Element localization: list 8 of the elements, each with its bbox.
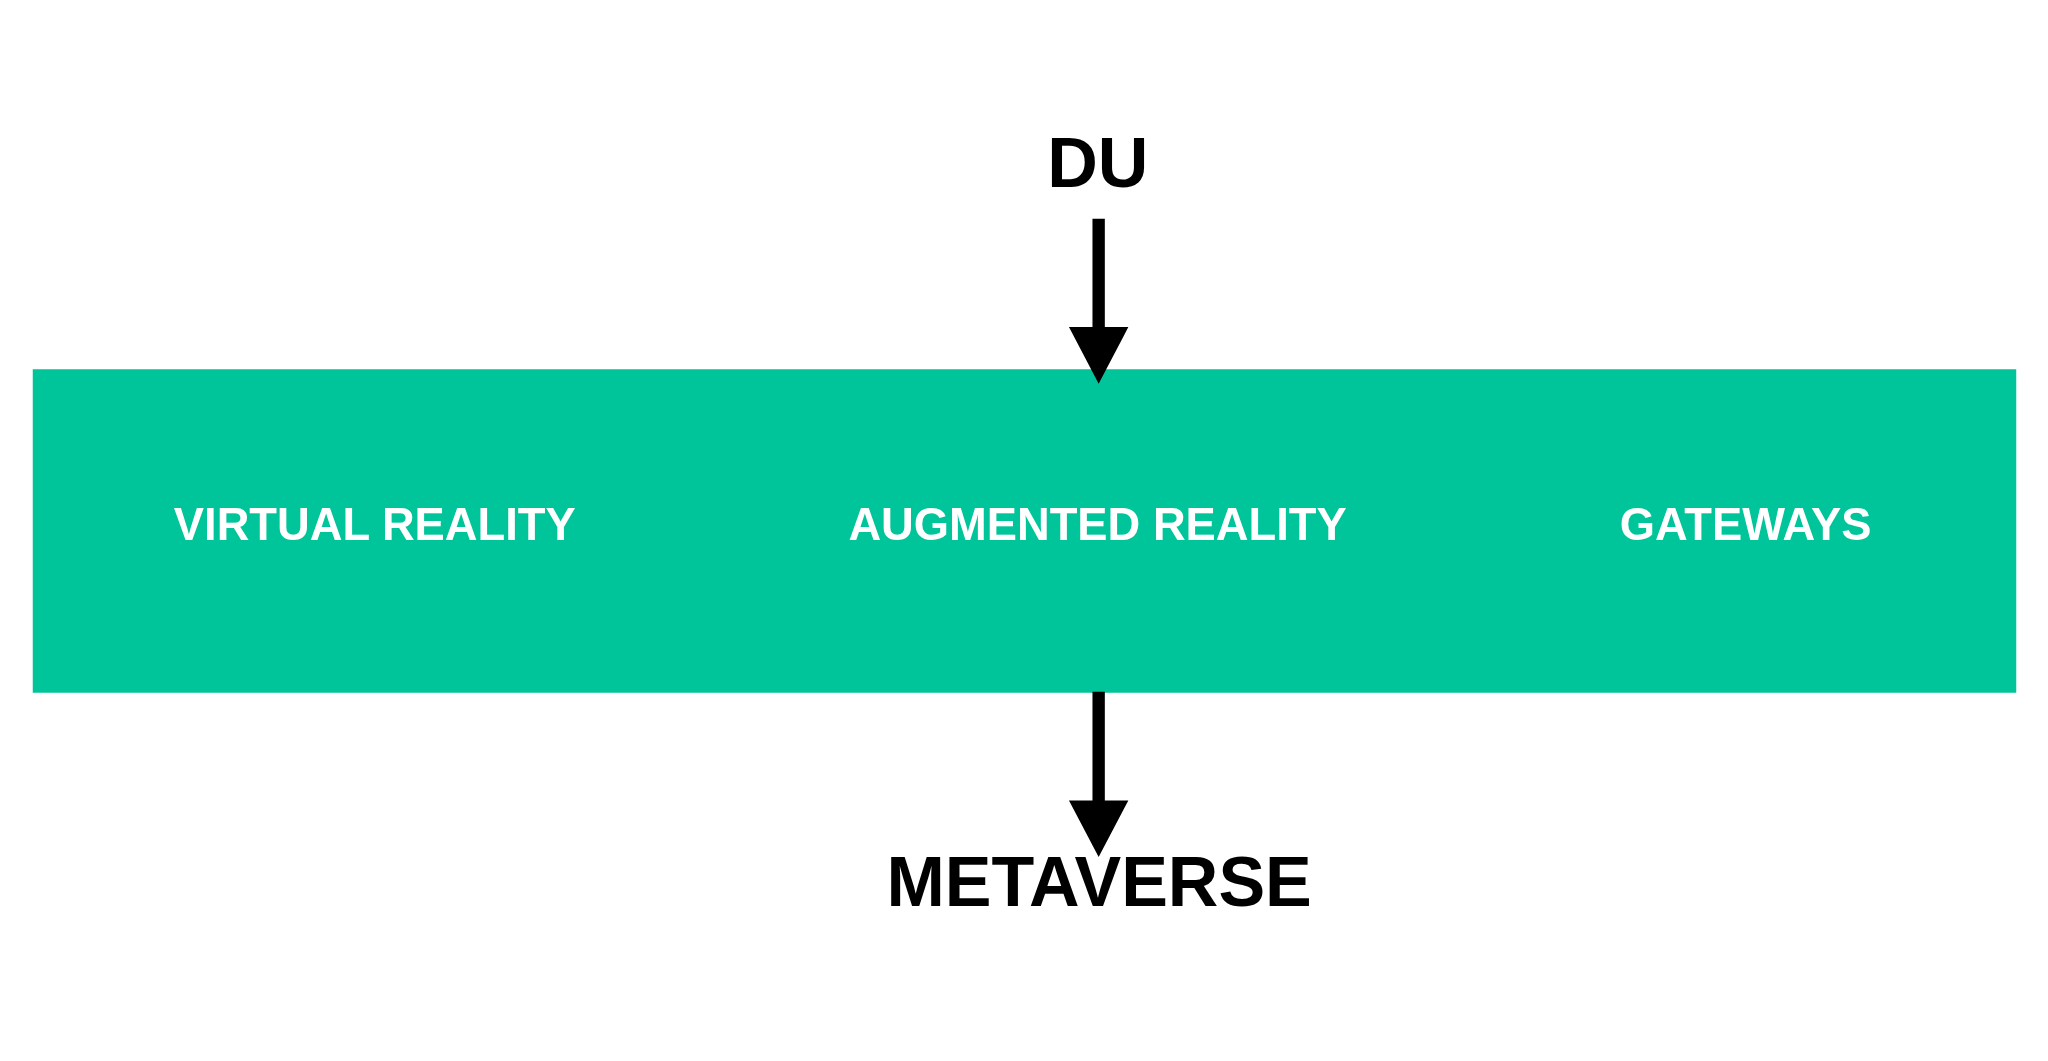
node-text: AUGMENTED REALITY — [847, 498, 1347, 550]
node-text: METAVERSE — [886, 842, 1312, 921]
arrow — [1068, 691, 1128, 857]
arrow — [1068, 218, 1128, 384]
cluster — [32, 368, 2016, 693]
node-text: GATEWAYS — [1619, 498, 1871, 550]
node-text: VIRTUAL REALITY — [173, 498, 576, 550]
node-text: DU — [1046, 123, 1148, 202]
